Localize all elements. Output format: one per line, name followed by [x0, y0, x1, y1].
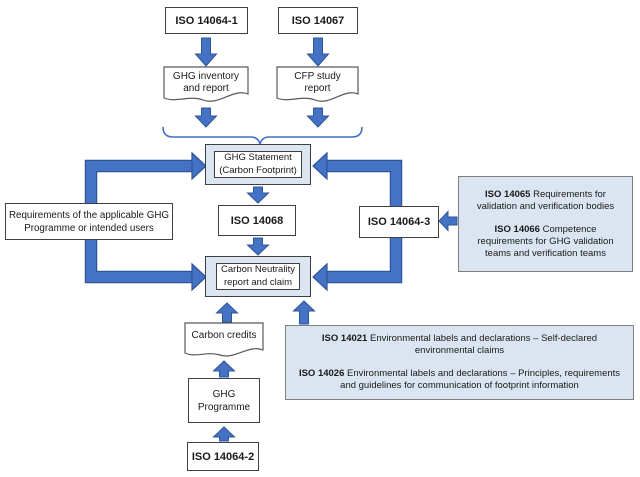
arrow-iso14064-1-to-ghg-inventory [194, 37, 218, 67]
node-label: ISO 14064-3 [367, 216, 431, 228]
elbow-arrow-requirements-to-carbon-neutrality [86, 240, 193, 282]
node-label-line2: report [304, 83, 331, 94]
node-label-line1: GHG [212, 388, 236, 400]
node-label-line2: Programme [197, 401, 251, 413]
iso-text: Requirements for validation and verifica… [476, 188, 615, 212]
arrow-ghg-programme-to-carbon-credits [212, 360, 236, 378]
node-label-line2: report and claim [223, 276, 293, 288]
node-ghg-inventory-report: GHG inventory and report [164, 70, 248, 96]
document-shape-carbon-credits [184, 322, 264, 357]
arrow-ghg-statement-to-iso14068 [246, 186, 270, 204]
iso-code: ISO 14021 [321, 333, 368, 344]
document-shape-ghg-inventory [163, 66, 249, 102]
node-iso14064-3: ISO 14064-3 [359, 206, 439, 238]
elbow-arrow-requirements-to-ghg-statement-outline [84, 159, 193, 203]
arrow-ghg-inventory-to-brace [194, 107, 218, 128]
node-iso14064-2: ISO 14064-2 [187, 442, 259, 471]
arrow-iso14067-to-cfp-study [306, 37, 330, 67]
node-label-line2: Programme or intended users [24, 222, 154, 234]
node-label-line2: and report [183, 83, 229, 94]
panel-validation-verification: ISO 14065 Requirements for validation an… [458, 176, 633, 272]
arrow-cfp-study-to-brace [306, 107, 330, 128]
iso-code: ISO 14065 [485, 188, 531, 200]
node-label-line1: CFP study [294, 71, 341, 82]
node-label-line1: Requirements of the applicable GHG [8, 209, 170, 221]
node-label-line1: Carbon Neutrality [221, 264, 295, 275]
arrow-validation-panel-to-iso14064-3 [438, 210, 458, 232]
node-label: ISO 14064-1 [175, 14, 238, 27]
iso-text: Environmental labels and declarations – … [340, 368, 621, 391]
panel-item-iso14026: ISO 14026 Environmental labels and decla… [294, 368, 625, 392]
node-carbon-credits: Carbon credits [185, 328, 263, 344]
arrow-iso14064-2-to-ghg-programme [212, 426, 236, 442]
panel-item-iso14021: ISO 14021 Environmental labels and decla… [294, 333, 625, 357]
panel-item-iso14065: ISO 14065 Requirements for validation an… [467, 189, 624, 213]
elbow-arrow-requirements-to-carbon-neutrality-outline [84, 240, 193, 284]
elbow-arrow-requirements-to-ghg-statement [86, 161, 193, 203]
node-label-line2: (Carbon Footprint) [219, 164, 297, 176]
node-label: ISO 14064-2 [191, 450, 255, 463]
node-label: ISO 14067 [291, 14, 345, 27]
iso-text: Competence requirements for GHG validati… [477, 223, 614, 259]
node-iso14068: ISO 14068 [218, 205, 296, 236]
node-iso14067: ISO 14067 [278, 7, 358, 34]
arrowhead-right-icon [191, 151, 207, 181]
brace-merge-reports [162, 126, 363, 147]
node-cfp-study-report: CFP study report [277, 70, 358, 96]
node-ghg-statement: GHG Statement (Carbon Footprint) [214, 151, 302, 178]
panel-item-iso14066: ISO 14066 Competence requirements for GH… [467, 224, 624, 260]
node-label: Carbon credits [191, 330, 257, 341]
node-label-line1: GHG Statement [224, 152, 292, 163]
node-ghg-statement-highlight: GHG Statement (Carbon Footprint) [205, 144, 311, 185]
iso-text: Environmental labels and declarations – … [369, 333, 598, 356]
node-carbon-neutrality-highlight: Carbon Neutrality report and claim [205, 256, 311, 297]
panel-environmental-labels: ISO 14021 Environmental labels and decla… [285, 325, 634, 400]
arrowhead-right-icon [191, 262, 207, 292]
arrow-iso14068-to-carbon-neutrality [246, 237, 270, 256]
arrow-labels-panel-to-carbon-neutrality [292, 300, 316, 325]
node-ghg-programme: GHG Programme [188, 378, 260, 423]
document-shape-cfp-study [276, 66, 359, 102]
arrow-carbon-credits-to-carbon-neutrality [215, 302, 239, 323]
arrowhead-left-icon [312, 262, 328, 292]
arrowhead-left-icon [312, 151, 328, 181]
iso-code: ISO 14066 [494, 223, 540, 235]
iso-code: ISO 14026 [298, 368, 345, 379]
node-requirements: Requirements of the applicable GHG Progr… [5, 203, 173, 240]
node-iso14064-1: ISO 14064-1 [165, 7, 248, 34]
node-label: ISO 14068 [230, 214, 284, 227]
node-carbon-neutrality: Carbon Neutrality report and claim [216, 263, 300, 290]
node-label-line1: GHG inventory [172, 71, 240, 82]
